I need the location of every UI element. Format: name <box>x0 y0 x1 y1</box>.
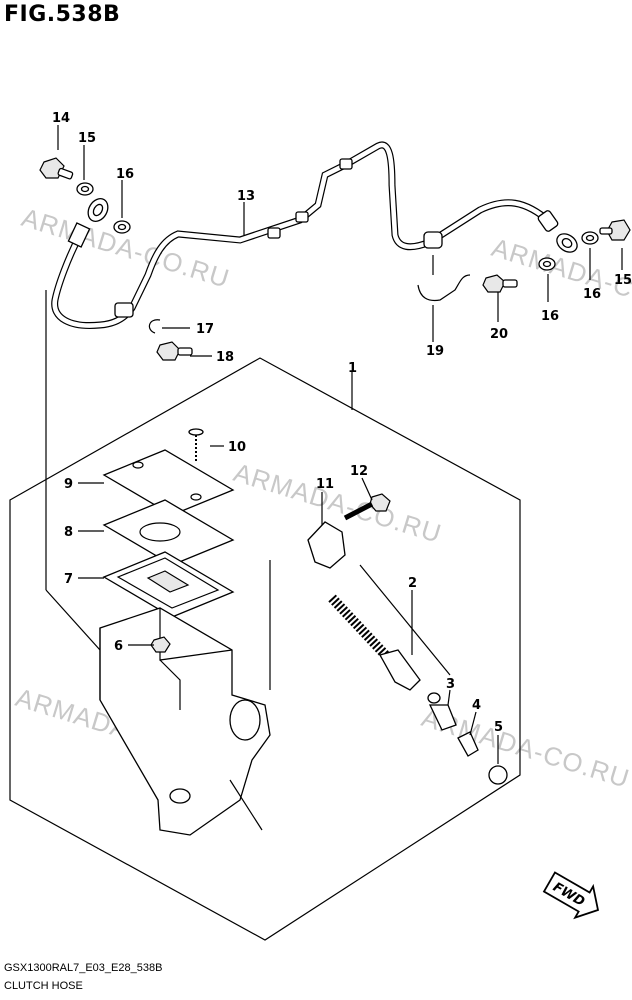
assembly-outline <box>9 357 521 941</box>
callout-16: 16 <box>583 287 601 302</box>
callout-9: 9 <box>64 477 73 492</box>
callout-17: 17 <box>196 322 214 337</box>
forward-arrow-icon: FWD <box>542 871 600 920</box>
callout-20: 20 <box>490 327 508 342</box>
callout-15: 15 <box>614 273 632 288</box>
figure-code: GSX1300RAL7_E03_E28_538B <box>4 962 163 974</box>
callout-4: 4 <box>472 698 481 713</box>
callout-2: 2 <box>408 576 417 591</box>
watermark: ARMADA-CO.RU <box>18 202 233 294</box>
callout-16: 15 <box>78 131 96 146</box>
callout-18: 18 <box>216 350 234 365</box>
callout-10: 10 <box>228 440 246 455</box>
callout-1: 1 <box>348 361 357 376</box>
callout-14: 14 <box>52 111 70 126</box>
callout-19: 19 <box>426 344 444 359</box>
callout-8: 8 <box>64 525 73 540</box>
figure-title: FIG.538B <box>4 2 121 27</box>
callout-11: 11 <box>316 477 334 492</box>
callout-16: 16 <box>541 309 559 324</box>
callout-13: 13 <box>237 189 255 204</box>
callout-6: 6 <box>114 639 123 654</box>
callout-5: 5 <box>494 720 503 735</box>
figure-caption: CLUTCH HOSE <box>4 980 83 992</box>
callout-16: 16 <box>116 167 134 182</box>
callout-3: 3 <box>446 677 455 692</box>
callout-7: 7 <box>64 572 73 587</box>
callout-12: 12 <box>350 464 368 479</box>
